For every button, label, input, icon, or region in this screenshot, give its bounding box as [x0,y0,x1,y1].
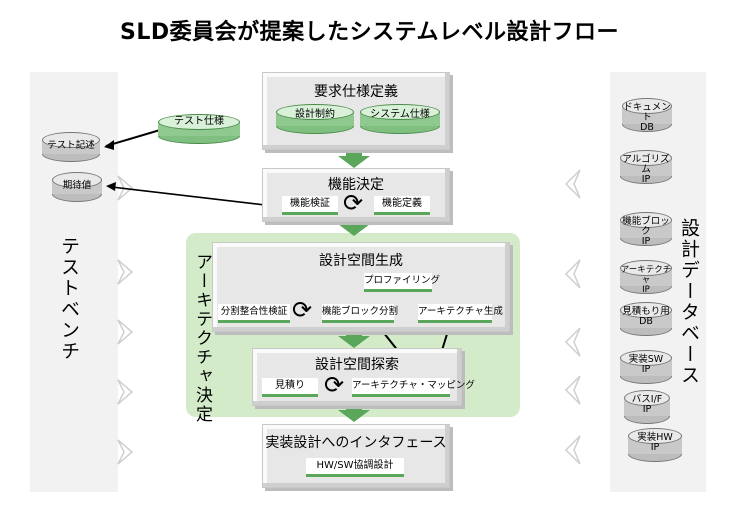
testspec-arrow [105,129,161,147]
function-verification-tag: 機能検証 [282,196,338,215]
system-spec-database: システム仕様 [360,104,440,134]
architecture-label: アーキテクチャ決定 [192,253,212,424]
design-space-search-title: 設計空間探索 [315,357,399,373]
database-label: 設計データベース [678,218,700,386]
test-description-database: テスト記述 [42,132,100,162]
cycle-arrows-icon: ⟳ [343,189,364,217]
down-arrow-icon [338,150,370,168]
profiling-tag: プロファイリング [364,273,440,292]
right-chevron [564,327,581,357]
cycle-arrows-icon: ⟳ [292,296,313,324]
down-arrow-icon [338,218,370,236]
right-chevron [564,375,581,405]
right-chevron [564,435,581,465]
architecture-generation-tag: アーキテクチャ生成 [418,304,503,323]
right-chevron [564,259,581,289]
left-chevron [117,259,134,285]
function-decision-title: 機能決定 [328,177,384,193]
design-space-generation-title: 設計空間生成 [319,253,403,269]
left-chevron [117,319,134,345]
hw-sw-codesign-tag: HW/SW協調設計 [306,458,404,477]
implementation-interface-box: 実装設計へのインタフェース [262,424,450,488]
test-spec-database: テスト仕様 [158,114,240,144]
right-chevron [564,169,581,199]
cycle-arrows-icon: ⟳ [324,371,345,399]
left-chevron [117,439,134,465]
down-arrow-icon [338,404,370,422]
function-block-partition-tag: 機能ブロック分割 [322,304,398,323]
design-space-search-box: 設計空間探索 [252,348,462,406]
testbench-label: テストベンチ [58,236,80,362]
estimation-tag: 見積り [262,378,318,397]
down-arrow-icon [338,330,370,348]
architecture-mapping-tag: アーキテクチャ・マッピング [352,378,475,397]
verification-arrow [111,186,283,208]
diagram-title: SLD委員会が提案したシステムレベル設計フロー [120,20,619,45]
test-spec-label: テスト仕様 [174,116,224,127]
function-definition-tag: 機能定義 [374,196,430,215]
left-chevron [117,379,134,405]
design-constraints-database: 設計制約 [276,104,354,134]
expected-value-database: 期待値 [52,172,102,202]
implementation-interface-title: 実装設計へのインタフェース [265,435,447,451]
requirements-title: 要求仕様定義 [314,84,398,100]
partition-consistency-tag: 分割整合性検証 [218,304,290,323]
